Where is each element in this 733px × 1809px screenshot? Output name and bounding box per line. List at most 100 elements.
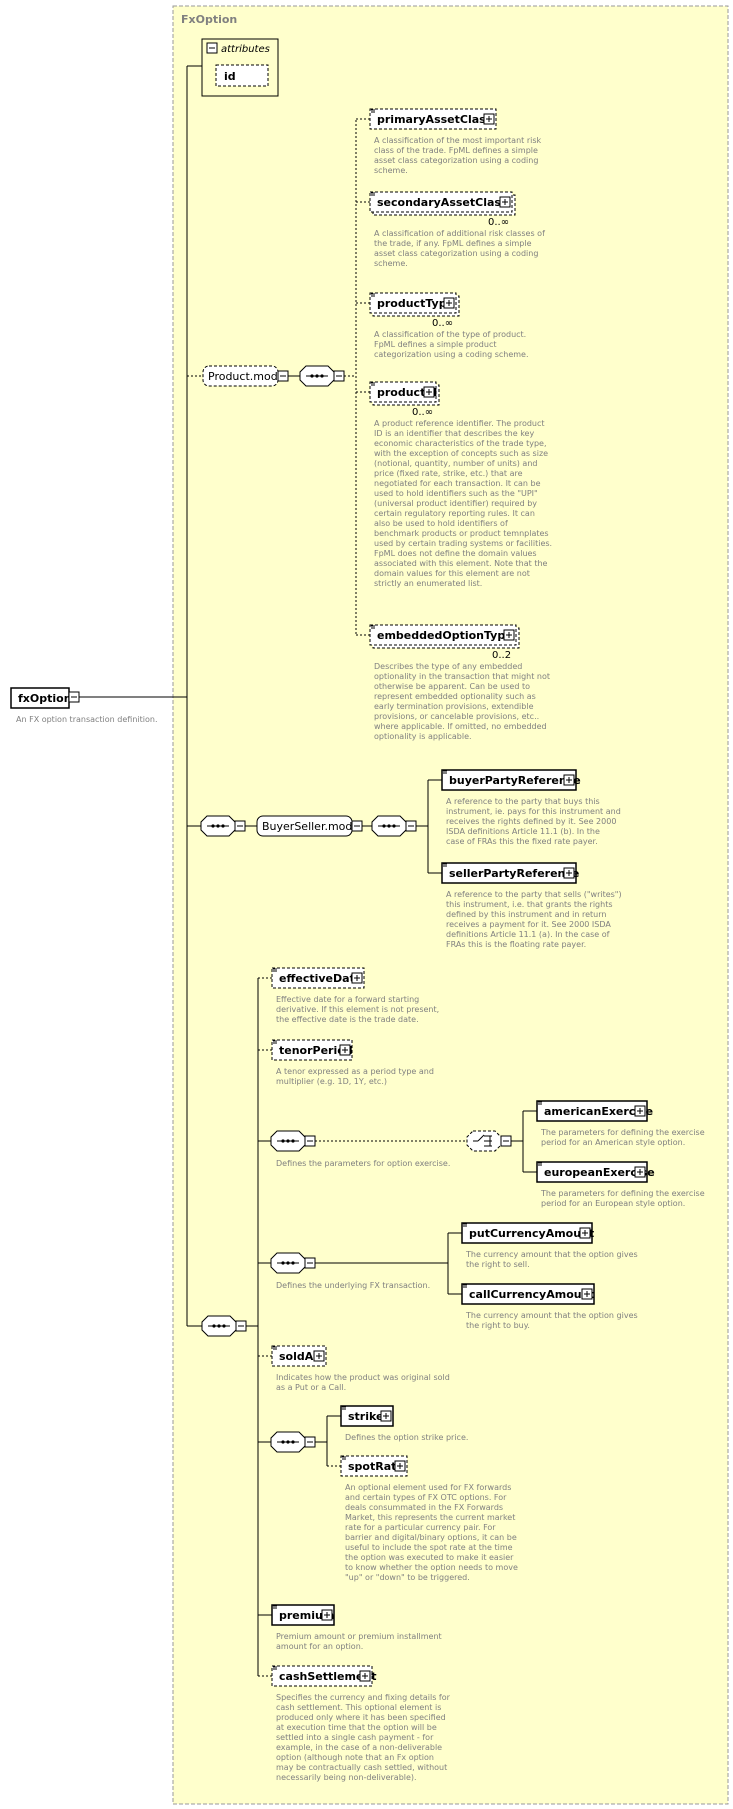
element-doc: The currency amount that the option give… — [465, 1311, 638, 1330]
element-cashSettlement[interactable] — [258, 1665, 373, 1687]
expand-plus-icon[interactable] — [321, 1609, 333, 1621]
element-doc: A classification of additional risk clas… — [374, 229, 545, 268]
element-doc: Defines the option strike price. — [345, 1433, 468, 1442]
choice-compositor-exercise[interactable] — [466, 1130, 502, 1152]
element-buyerPartyReference[interactable] — [428, 769, 577, 791]
sequence-compositor-underlying[interactable] — [270, 1252, 306, 1274]
occurrence-label: 0..∞ — [412, 407, 433, 418]
element-spotRate[interactable] — [327, 1455, 408, 1477]
expand-plus-icon[interactable] — [483, 113, 495, 125]
element-label: tenorPeriod — [279, 1044, 353, 1057]
element-label: strike — [348, 1410, 383, 1423]
element-doc: A product reference identifier. The prod… — [374, 419, 552, 588]
element-label: primaryAssetClass — [377, 113, 493, 126]
product-model-collapse-icon[interactable] — [277, 370, 289, 382]
element-label: cashSettlement — [279, 1670, 376, 1683]
element-premium[interactable] — [258, 1604, 335, 1626]
element-doc: Indicates how the product was original s… — [276, 1373, 450, 1392]
element-strike[interactable] — [327, 1405, 394, 1427]
expand-plus-icon[interactable] — [443, 297, 455, 309]
expand-plus-icon[interactable] — [313, 1350, 325, 1362]
occurrence-label: 0..∞ — [432, 318, 453, 329]
element-americanExercise[interactable] — [523, 1100, 648, 1122]
group-buyerseller-model-label: BuyerSeller.model — [262, 820, 362, 833]
element-putCurrencyAmount[interactable] — [448, 1222, 593, 1244]
occurrence-label: 0..∞ — [488, 217, 509, 228]
element-productType[interactable] — [356, 292, 460, 317]
expand-plus-icon[interactable] — [380, 1410, 392, 1422]
sequence-rate-collapse-icon[interactable] — [304, 1436, 316, 1448]
sequence-compositor-exercise[interactable] — [270, 1130, 306, 1152]
element-doc: An optional element used for FX forwards… — [345, 1483, 518, 1582]
element-sellerPartyReference[interactable] — [428, 862, 577, 884]
element-label: soldAs — [279, 1350, 320, 1363]
element-label: secondaryAssetClass — [377, 196, 508, 209]
expand-plus-icon[interactable] — [351, 972, 363, 984]
element-label: productId — [377, 386, 437, 399]
element-secondaryAssetClass[interactable] — [356, 191, 516, 216]
expand-plus-icon[interactable] — [579, 1227, 591, 1239]
underlying-doc: Defines the underlying FX transaction. — [276, 1281, 430, 1290]
expand-plus-icon[interactable] — [581, 1288, 593, 1300]
expand-plus-icon[interactable] — [563, 774, 575, 786]
expand-plus-icon[interactable] — [359, 1670, 371, 1682]
expand-plus-icon[interactable] — [634, 1105, 646, 1117]
expand-plus-icon[interactable] — [423, 386, 435, 398]
buyerseller-collapse-icon[interactable] — [351, 820, 363, 832]
attribute-id-label: id — [224, 70, 236, 83]
sequence-underlying-collapse-icon[interactable] — [304, 1257, 316, 1269]
root-element-label: fxOption — [18, 692, 72, 705]
occurrence-label: 0..2 — [492, 650, 511, 661]
attributes-label: attributes — [221, 44, 270, 55]
root-doc: An FX option transaction definition. — [16, 715, 157, 724]
expand-plus-icon[interactable] — [563, 867, 575, 879]
element-doc: A classification of the most important r… — [374, 136, 542, 175]
element-label: buyerPartyReference — [449, 774, 581, 787]
sequence-exercise-collapse-icon[interactable] — [304, 1135, 316, 1147]
element-effectiveDate[interactable] — [258, 967, 365, 989]
sequence-buyerseller-inner-collapse-icon[interactable] — [405, 820, 417, 832]
choice-exercise-collapse-icon[interactable] — [500, 1135, 512, 1147]
element-doc: A reference to the party that sells ("wr… — [446, 890, 622, 949]
element-label: premium — [279, 1609, 334, 1622]
expand-plus-icon[interactable] — [499, 196, 511, 208]
element-primaryAssetClass[interactable] — [356, 108, 497, 130]
element-doc: Specifies the currency and fixing detail… — [276, 1693, 451, 1782]
element-label: putCurrencyAmount — [469, 1227, 594, 1240]
sequence-compositor-buyerseller-outer[interactable] — [200, 815, 236, 837]
expand-plus-icon[interactable] — [339, 1044, 351, 1056]
sequence-compositor-buyerseller-inner[interactable] — [371, 815, 407, 837]
root-collapse-icon[interactable] — [68, 691, 80, 703]
element-label: callCurrencyAmount — [469, 1288, 595, 1301]
sequence-main-collapse-icon[interactable] — [235, 1320, 247, 1332]
element-label: europeanExercise — [544, 1166, 655, 1179]
expand-plus-icon[interactable] — [503, 629, 515, 641]
diagram-title: FxOption — [181, 13, 237, 26]
attributes-collapse-icon[interactable] — [206, 42, 218, 54]
element-label: effectiveDate — [279, 972, 362, 985]
element-callCurrencyAmount[interactable] — [448, 1283, 595, 1305]
element-soldAs[interactable] — [258, 1345, 327, 1367]
element-label: americanExercise — [544, 1105, 653, 1118]
element-embeddedOptionType[interactable] — [356, 624, 520, 649]
exercise-doc: Defines the parameters for option exerci… — [276, 1159, 450, 1168]
sequence-buyerseller-outer-collapse-icon[interactable] — [234, 820, 246, 832]
element-doc: The parameters for defining the exercise… — [540, 1128, 705, 1147]
expand-plus-icon[interactable] — [634, 1166, 646, 1178]
element-productId[interactable] — [356, 381, 440, 406]
element-tenorPeriod[interactable] — [258, 1039, 353, 1061]
sequence-compositor-rate[interactable] — [270, 1431, 306, 1453]
attribute-id-box[interactable] — [215, 64, 269, 87]
element-label: sellerPartyReference — [449, 867, 579, 880]
expand-plus-icon[interactable] — [394, 1460, 406, 1472]
element-europeanExercise[interactable] — [523, 1161, 648, 1183]
sequence-compositor-product[interactable] — [299, 365, 335, 387]
sequence-product-collapse-icon[interactable] — [333, 370, 345, 382]
element-doc: A classification of the type of product.… — [374, 330, 529, 359]
sequence-compositor-main[interactable] — [201, 1315, 237, 1337]
